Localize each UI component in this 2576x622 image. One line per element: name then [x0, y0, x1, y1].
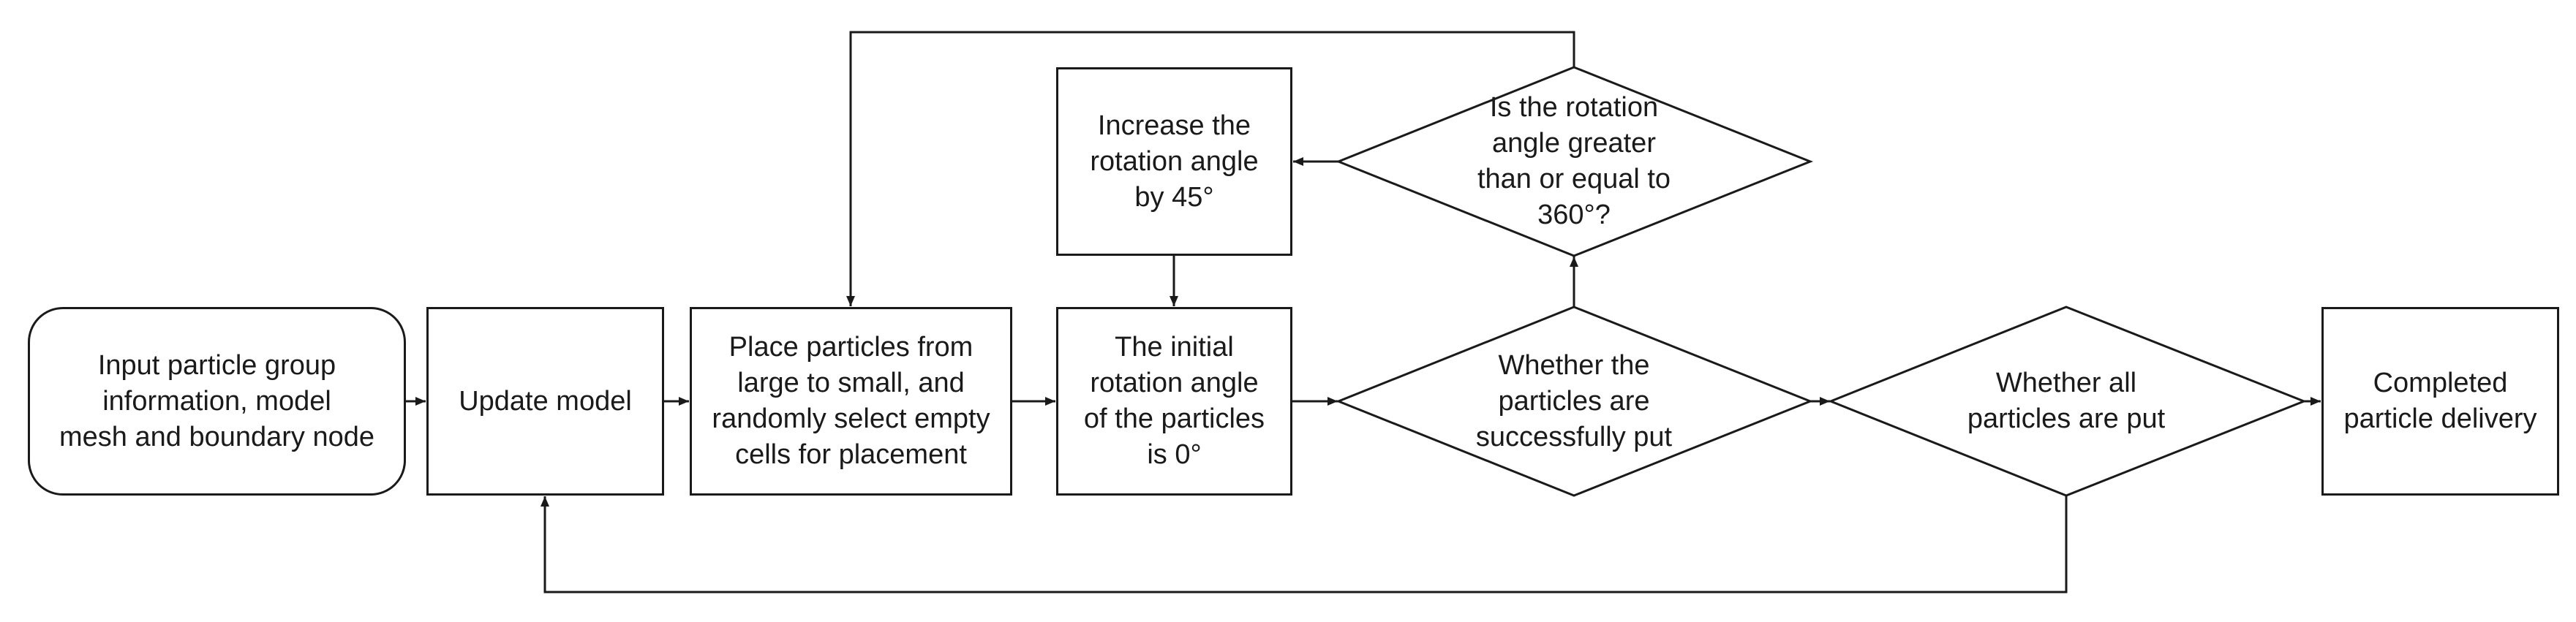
angle-check-label: Is the rotation angle greater than or eq… — [1477, 92, 1671, 230]
angle-check-diamond — [1335, 66, 1814, 257]
success-check-node: Whether the particles are successfully p… — [1412, 329, 1736, 474]
angle-check-node: Is the rotation angle greater than or eq… — [1412, 80, 1736, 243]
end-node: Completed particle delivery — [2321, 307, 2559, 496]
increase-angle-node: Increase the rotation angle by 45° — [1056, 67, 1292, 256]
initial-angle-node: The initial rotation angle of the partic… — [1056, 307, 1292, 496]
update-model-label: Update model — [459, 385, 632, 417]
start-node: Input particle group information, model … — [28, 307, 406, 496]
end-node-label: Completed particle delivery — [2343, 368, 2537, 434]
all-put-check-node: Whether all particles are put — [1904, 351, 2229, 452]
start-node-label: Input particle group information, model … — [59, 349, 374, 452]
update-model-node: Update model — [426, 307, 664, 496]
edge-allput-to-update — [541, 496, 2068, 593]
place-particles-label: Place particles from large to small, and… — [712, 332, 990, 470]
place-particles-node: Place particles from large to small, and… — [690, 307, 1012, 496]
initial-angle-label: The initial rotation angle of the partic… — [1083, 332, 1265, 470]
success-check-label: Whether the particles are successfully p… — [1475, 349, 1673, 452]
increase-angle-label: Increase the rotation angle by 45° — [1090, 110, 1259, 213]
success-check-diamond — [1335, 306, 1814, 497]
edge-anglecheck-to-place — [846, 31, 1575, 306]
all-put-check-label: Whether all particles are put — [1967, 368, 2166, 434]
